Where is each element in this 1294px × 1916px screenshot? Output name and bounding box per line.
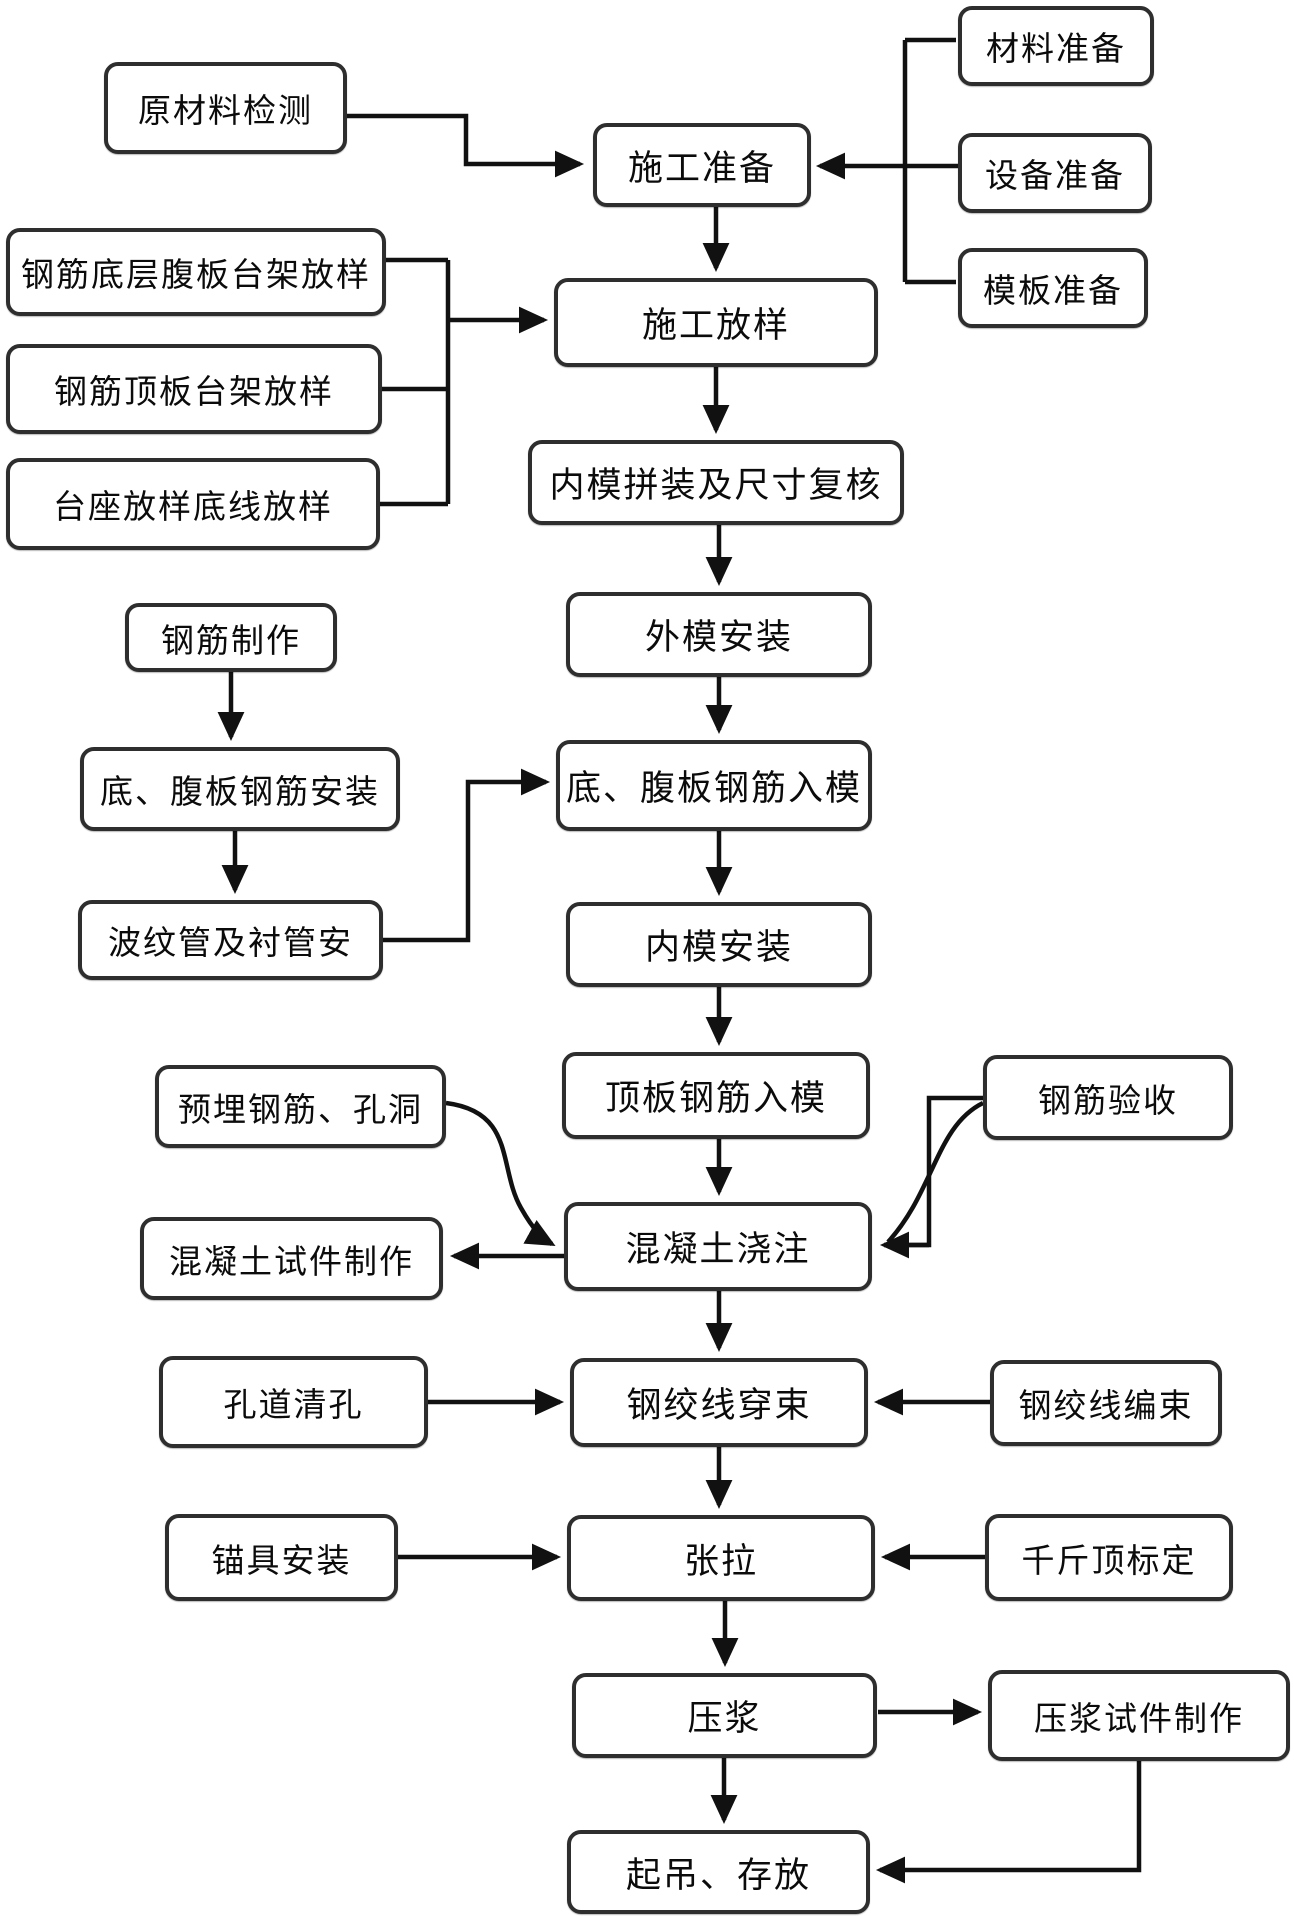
node-construction-preparation: 施工准备: [593, 123, 811, 207]
node-equipment-preparation: 设备准备: [958, 133, 1152, 213]
node-inner-form-assembly-check: 内模拼装及尺寸复核: [528, 440, 904, 525]
node-duct-cleaning: 孔道清孔: [159, 1356, 428, 1448]
node-inner-form-installation: 内模安装: [566, 902, 872, 987]
node-rebar-fabrication: 钢筋制作: [125, 603, 337, 672]
node-jack-calibration: 千斤顶标定: [985, 1514, 1233, 1601]
edge-embedded-to-pouring: [445, 1100, 556, 1246]
node-top-slab-rebar-into-form: 顶板钢筋入模: [562, 1052, 870, 1139]
node-lifting-storage: 起吊、存放: [567, 1830, 870, 1914]
node-anchorage-installation: 锚具安装: [165, 1514, 398, 1601]
edge-rawmaterial-to-prep: [347, 113, 585, 178]
node-bottom-web-rebar-bench-layout: 钢筋底层腹板台架放样: [6, 228, 386, 316]
edge-duct-to-bottomwebintoform: [383, 768, 551, 943]
node-strand-threading: 钢绞线穿束: [570, 1358, 868, 1447]
node-bottom-web-rebar-into-form: 底、腹板钢筋入模: [556, 740, 872, 831]
node-concrete-specimen-making: 混凝土试件制作: [140, 1217, 443, 1300]
node-pedestal-baseline-layout: 台座放样底线放样: [6, 458, 380, 550]
edge-acceptance-curve: [886, 1100, 985, 1244]
node-outer-form-installation: 外模安装: [566, 592, 872, 677]
node-bottom-web-rebar-installation: 底、腹板钢筋安装: [80, 747, 400, 831]
node-embedded-rebar-holes: 预埋钢筋、孔洞: [155, 1065, 446, 1148]
node-rebar-acceptance: 钢筋验收: [983, 1055, 1233, 1140]
node-formwork-preparation: 模板准备: [958, 248, 1148, 328]
node-concrete-pouring: 混凝土浇注: [564, 1202, 872, 1291]
edge-groutspecimen-to-lifting: [875, 1761, 1142, 1884]
node-raw-material-inspection: 原材料检测: [104, 62, 347, 154]
node-grouting: 压浆: [572, 1673, 877, 1758]
node-material-preparation: 材料准备: [958, 6, 1154, 86]
node-top-slab-rebar-bench-layout: 钢筋顶板台架放样: [6, 344, 382, 434]
node-strand-bundling: 钢绞线编束: [990, 1360, 1222, 1446]
node-grout-specimen-making: 压浆试件制作: [988, 1670, 1290, 1761]
node-construction-layout: 施工放样: [554, 278, 878, 367]
node-corrugated-duct-installation: 波纹管及衬管安: [78, 900, 383, 980]
node-tensioning: 张拉: [567, 1515, 875, 1601]
